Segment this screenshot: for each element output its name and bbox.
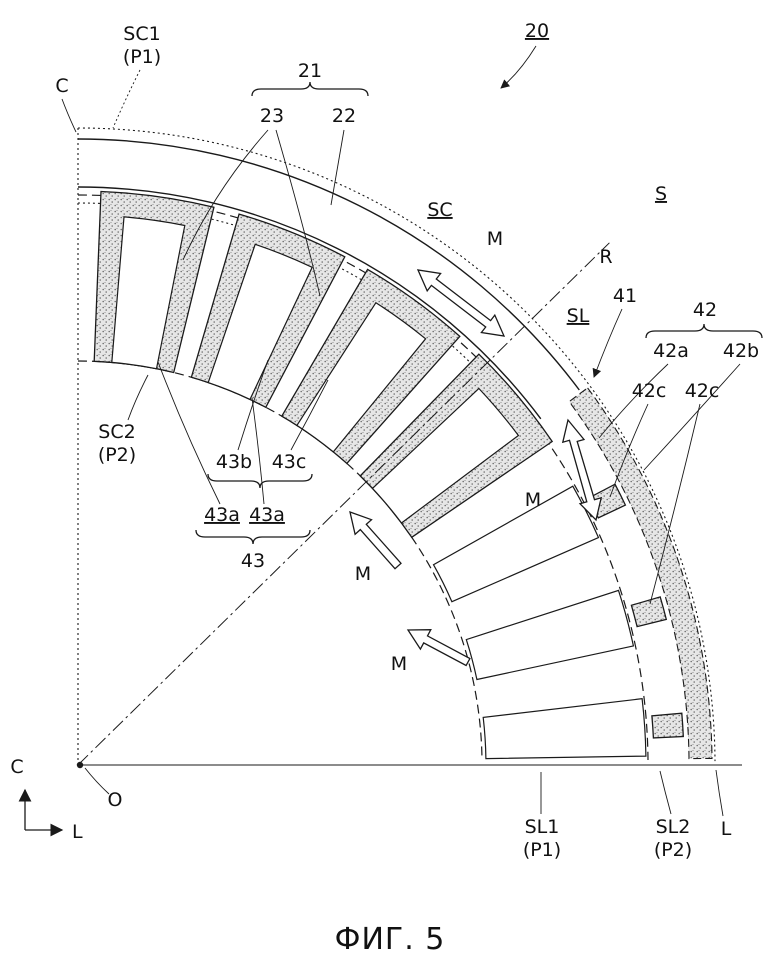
origin-dot	[76, 761, 84, 769]
label-sc: SC	[427, 199, 452, 221]
label-r: R	[599, 246, 612, 268]
slot-cavity-3	[296, 301, 427, 453]
slot-cavity-2	[207, 243, 313, 401]
label-41: 41	[613, 285, 637, 307]
label-m-4: M	[391, 653, 407, 675]
label-sl: SL	[567, 305, 590, 327]
slot-outline-sl-2	[465, 589, 635, 681]
label-23: 23	[260, 105, 284, 127]
leader-43b	[237, 359, 269, 451]
label-sl2: SL2	[656, 816, 691, 838]
leader-41-arrow	[592, 308, 623, 378]
leader-sc2	[127, 374, 149, 421]
leader-20-arrow	[500, 45, 537, 89]
slot-cavity-1	[111, 216, 186, 370]
label-42b: 42b	[723, 340, 759, 362]
leader-sc1	[112, 69, 141, 129]
label-l-axis: L	[72, 821, 83, 843]
diagram-geometry	[77, 127, 742, 766]
label-sl2-plane: (P2)	[654, 839, 692, 861]
label-42a: 42a	[653, 340, 689, 362]
leader-43a-2	[251, 397, 265, 505]
leader-sl2	[659, 770, 672, 815]
label-m-2: M	[525, 489, 541, 511]
leader-43a-1	[157, 361, 221, 505]
label-sc2-plane: (P2)	[98, 444, 136, 466]
label-42c-1: 42c	[632, 380, 667, 402]
leader-42a	[598, 363, 669, 439]
label-20: 20	[525, 20, 549, 42]
label-sc1: SC1	[123, 23, 160, 45]
wedge-42c-2	[630, 596, 668, 628]
label-43b: 43b	[216, 451, 252, 473]
m-arrow-inner-1	[349, 510, 402, 570]
leader-22	[330, 129, 345, 206]
label-43a-1: 43a	[204, 504, 240, 526]
leader-42b	[643, 363, 741, 471]
label-c-top: C	[55, 75, 68, 97]
label-m-1: M	[487, 228, 503, 250]
label-m-3: M	[355, 563, 371, 585]
m-arrow-right	[561, 418, 603, 522]
wedge-42c-3	[651, 712, 684, 739]
brace-42	[645, 323, 763, 339]
label-22: 22	[332, 105, 356, 127]
label-sl1-plane: (P1)	[523, 839, 561, 861]
leader-c-top	[61, 98, 77, 133]
m-arrow-yoke	[416, 269, 506, 337]
slot-outline-sl-3	[482, 698, 647, 760]
leader-42c-1	[609, 403, 649, 498]
label-l-corner: L	[721, 818, 732, 840]
leader-l-corner	[715, 769, 724, 817]
label-42c-2: 42c	[685, 380, 720, 402]
coordinate-axes	[18, 761, 84, 837]
label-sl1: SL1	[525, 816, 560, 838]
arc-yoke-inner	[77, 186, 542, 420]
slot-cavity-4	[371, 387, 520, 524]
braces	[195, 81, 763, 545]
leader-23-b	[275, 129, 321, 297]
label-o: O	[108, 789, 123, 811]
figure-caption: ФИГ. 5	[335, 922, 446, 957]
label-c-axis: C	[10, 756, 23, 778]
m-arrows	[349, 269, 603, 667]
r-line	[77, 242, 610, 766]
leader-23-a	[182, 129, 269, 261]
label-s: S	[655, 183, 667, 205]
label-43: 43	[241, 550, 265, 572]
label-sc1-plane: (P1)	[123, 46, 161, 68]
brace-43	[195, 529, 311, 545]
brace-43bc	[207, 473, 313, 489]
label-21: 21	[298, 60, 322, 82]
labels: C SC1 (P1) 21 23 22 20 SC M R SL 41 42 4…	[10, 20, 759, 957]
strip-42b	[568, 387, 713, 760]
label-sc2: SC2	[98, 421, 135, 443]
label-42: 42	[693, 299, 717, 321]
leader-lines	[61, 45, 741, 817]
brace-21	[251, 81, 369, 97]
leader-43c	[290, 379, 329, 451]
label-43a-2: 43a	[249, 504, 285, 526]
label-43c: 43c	[272, 451, 307, 473]
m-arrow-inner-2	[406, 629, 471, 667]
leader-o	[84, 767, 110, 795]
leader-42c-2	[649, 403, 701, 605]
arc-stator-outer	[77, 138, 580, 391]
